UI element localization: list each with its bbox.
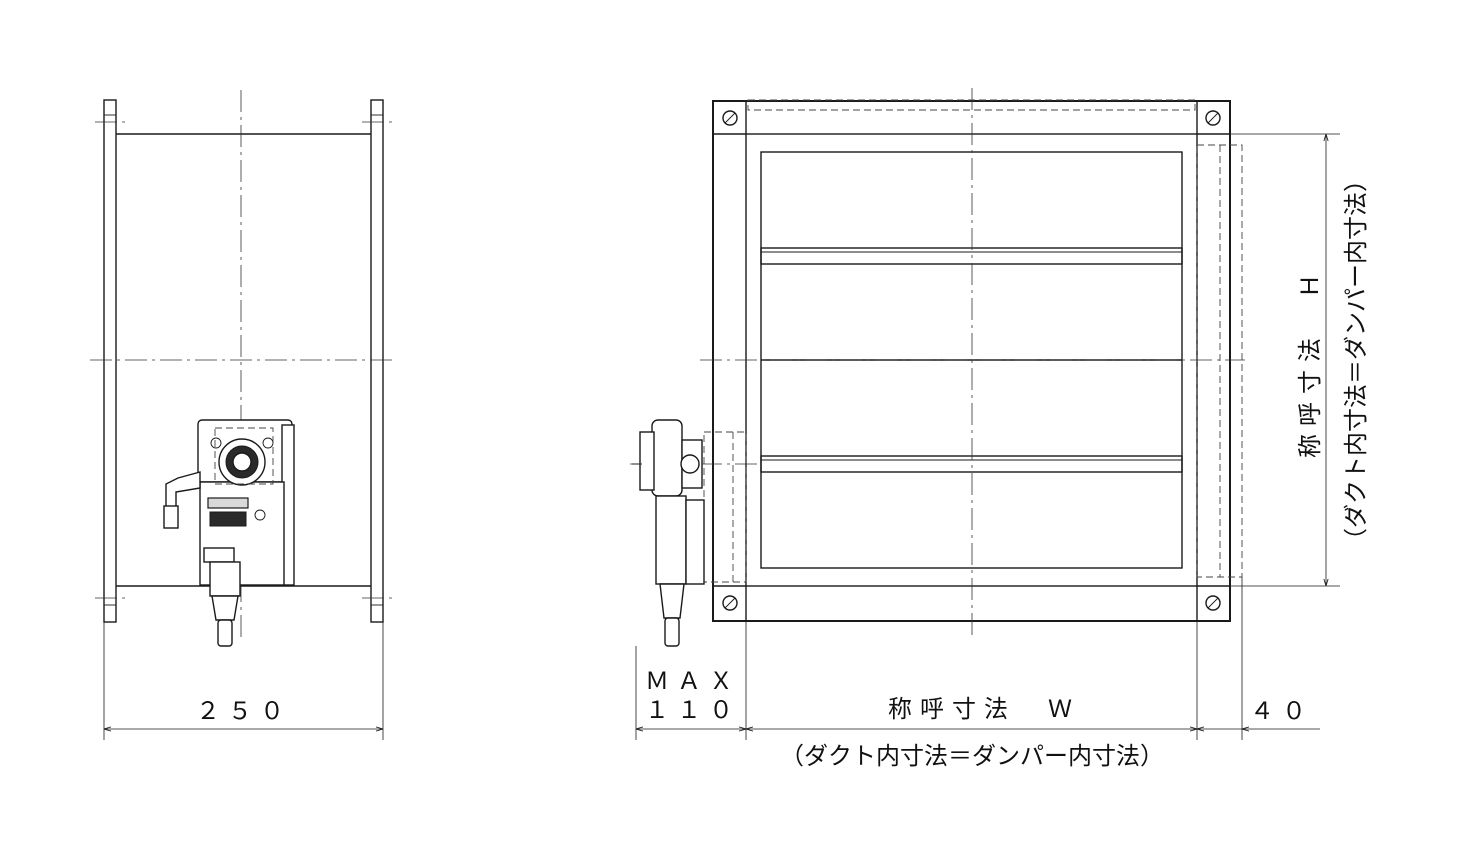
side-width-label: ２５０ — [196, 697, 292, 725]
nominal-height-label: 称呼寸法 Ｈ — [1296, 266, 1324, 458]
inner-height-note: （ダクト内寸法＝ダンパー内寸法） — [1342, 168, 1370, 552]
right-flange — [370, 99, 384, 623]
side-view — [90, 90, 395, 740]
outer-frame — [712, 100, 1231, 622]
inner-width-note: （ダクト内寸法＝ダンパー内寸法） — [780, 742, 1164, 770]
max-label: ＭＡＸ — [645, 667, 741, 695]
front-view — [630, 88, 1340, 740]
front-actuator — [632, 419, 705, 647]
bolt-holes — [722, 110, 1221, 611]
side-actuator — [163, 419, 295, 647]
flange-width-label: ４０ — [1250, 697, 1314, 725]
damper-blades — [760, 247, 1183, 473]
left-flange — [103, 99, 117, 623]
max-value-label: １１０ — [645, 696, 741, 724]
nominal-width-label: 称呼寸法 Ｗ — [888, 695, 1080, 723]
